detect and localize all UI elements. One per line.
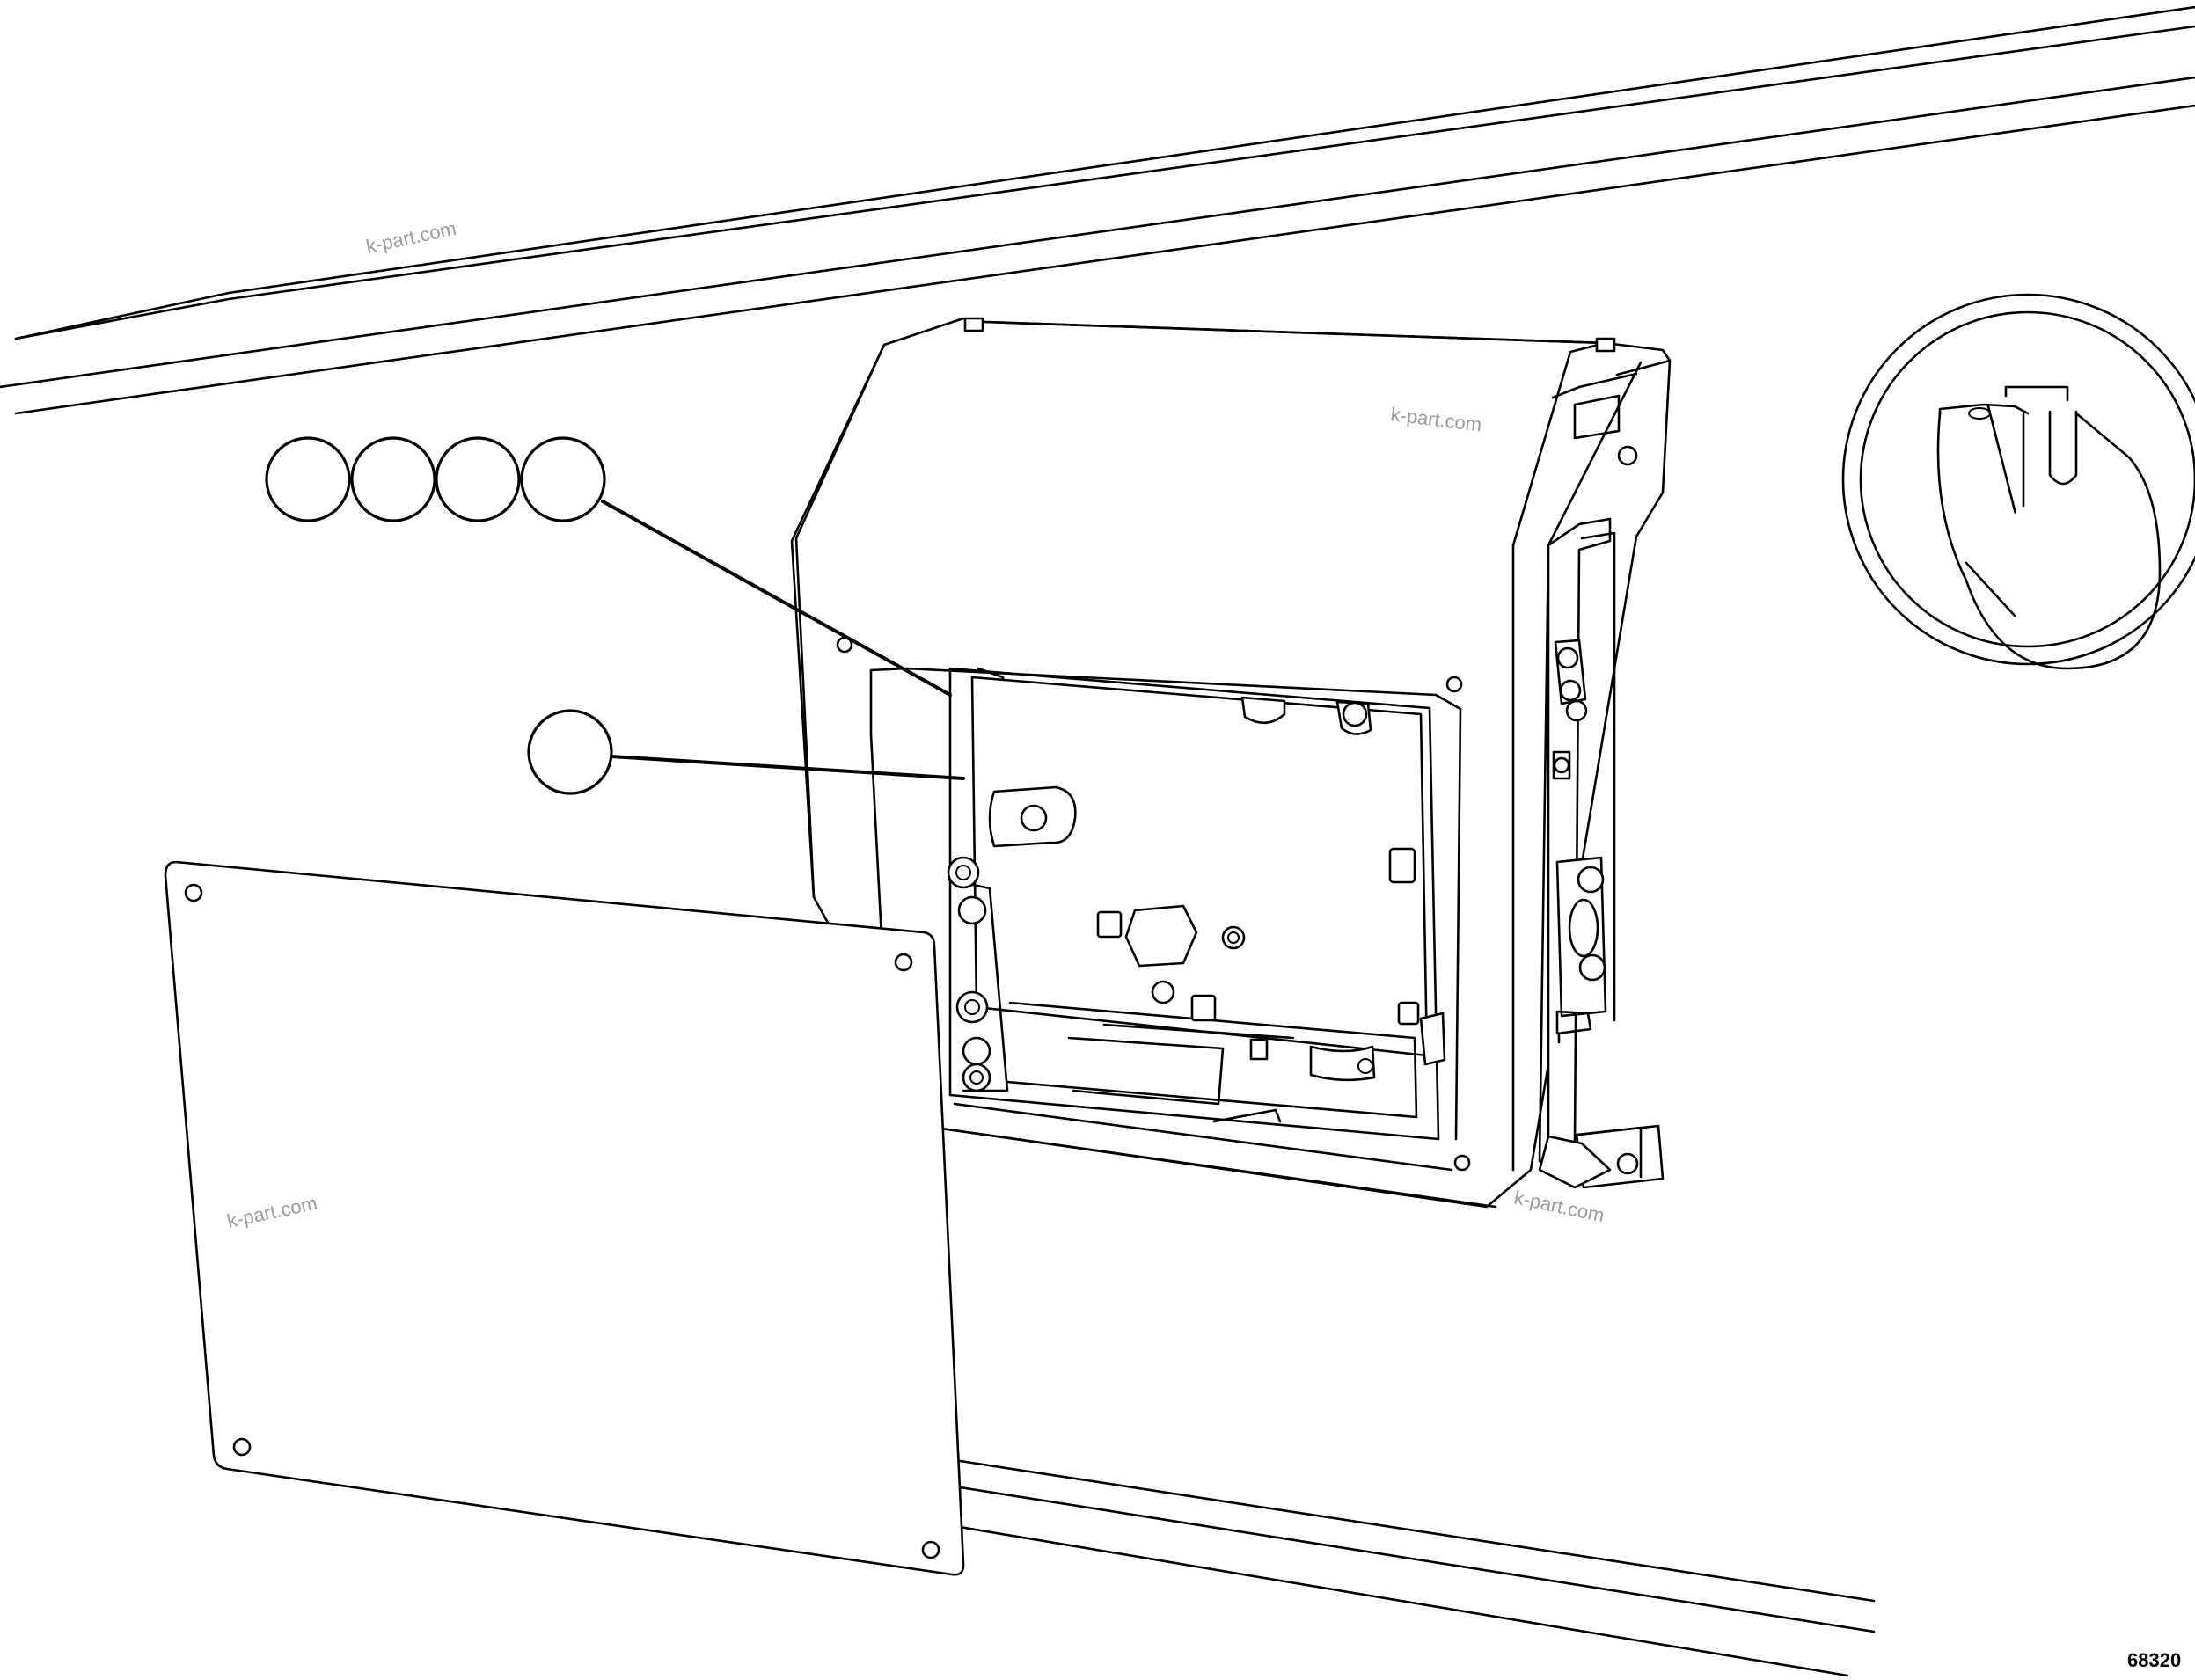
callout-4 bbox=[520, 436, 606, 522]
cover-plate bbox=[164, 860, 965, 1576]
valve-housing bbox=[790, 317, 1672, 1209]
right-brackets bbox=[1538, 517, 1665, 1189]
figure-number: 68320 bbox=[2127, 1649, 2181, 1671]
callout-3 bbox=[435, 436, 521, 522]
callout-1 bbox=[265, 436, 351, 522]
top-bolts bbox=[963, 317, 1638, 466]
callout-leaders bbox=[601, 500, 965, 780]
callout-2 bbox=[350, 436, 436, 522]
callout-balloons bbox=[265, 436, 613, 795]
callout-5 bbox=[527, 709, 613, 795]
watermark-1: k-part.com bbox=[364, 217, 458, 258]
fittings bbox=[988, 696, 1446, 1082]
left-mounting-rail bbox=[947, 856, 1009, 1092]
tank-opening bbox=[1841, 293, 2195, 670]
watermark-4: k-part.com bbox=[1512, 1186, 1606, 1226]
chassis-rails bbox=[0, 5, 2195, 1677]
